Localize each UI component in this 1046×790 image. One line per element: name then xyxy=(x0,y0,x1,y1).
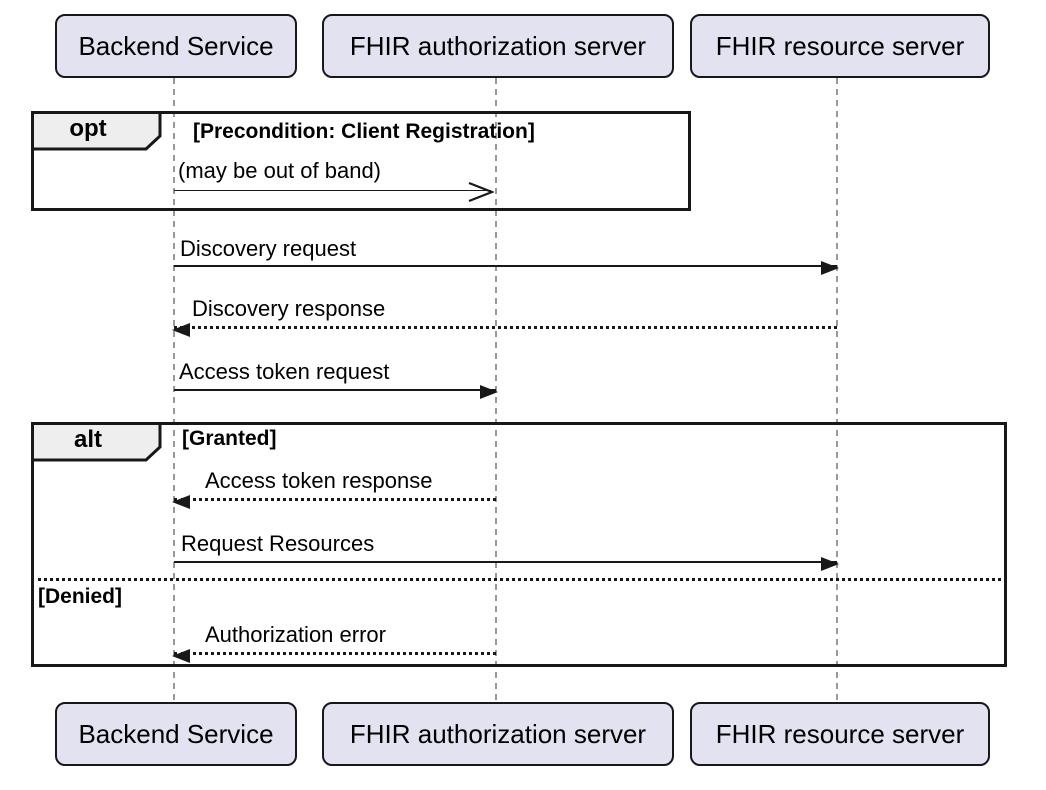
alt-guard-granted-label: [Granted] xyxy=(182,427,277,450)
filled-arrowhead-icon xyxy=(172,495,190,509)
message-line xyxy=(172,495,496,509)
message-line xyxy=(174,181,494,203)
alt-fragment: alt xyxy=(31,422,1007,667)
fragment-operator-pentagon-icon xyxy=(31,422,162,462)
filled-arrowhead-icon xyxy=(821,557,839,571)
message-line xyxy=(174,261,839,275)
message-label: Discovery response xyxy=(192,296,386,321)
fragment-operator-label: opt xyxy=(69,115,107,142)
fragment-operator-pentagon-icon xyxy=(31,111,162,151)
message-label: Access token response xyxy=(205,468,433,493)
alt-guard-denied-label: [Denied] xyxy=(38,585,122,608)
participant-backend-service-top: Backend Service xyxy=(55,14,297,78)
opt-guard-label: [Precondition: Client Registration] xyxy=(193,120,535,143)
fragment-operator-label: alt xyxy=(73,426,102,453)
open-arrowhead-icon xyxy=(468,181,494,203)
message-line xyxy=(174,385,498,399)
alt-else-divider xyxy=(31,578,1007,581)
message-line xyxy=(172,323,837,337)
message-line xyxy=(172,649,496,663)
filled-arrowhead-icon xyxy=(172,323,190,337)
filled-arrowhead-icon xyxy=(480,385,498,399)
message-label: Access token request xyxy=(179,359,390,384)
message-line xyxy=(174,557,839,571)
message-label: Discovery request xyxy=(180,236,357,261)
participant-backend-service-bottom: Backend Service xyxy=(55,702,297,766)
participant-fhir-resource-server-top: FHIR resource server xyxy=(690,14,990,78)
message-label: Request Resources xyxy=(181,531,375,556)
filled-arrowhead-icon xyxy=(821,261,839,275)
participant-fhir-authorization-server-top: FHIR authorization server xyxy=(322,14,674,78)
participant-fhir-authorization-server-bottom: FHIR authorization server xyxy=(322,702,674,766)
message-label: (may be out of band) xyxy=(178,158,382,183)
participant-fhir-resource-server-bottom: FHIR resource server xyxy=(690,702,990,766)
opt-fragment: opt xyxy=(31,111,691,211)
lifeline-fhir-resource-server xyxy=(836,78,838,702)
filled-arrowhead-icon xyxy=(172,649,190,663)
message-label: Authorization error xyxy=(205,622,386,647)
